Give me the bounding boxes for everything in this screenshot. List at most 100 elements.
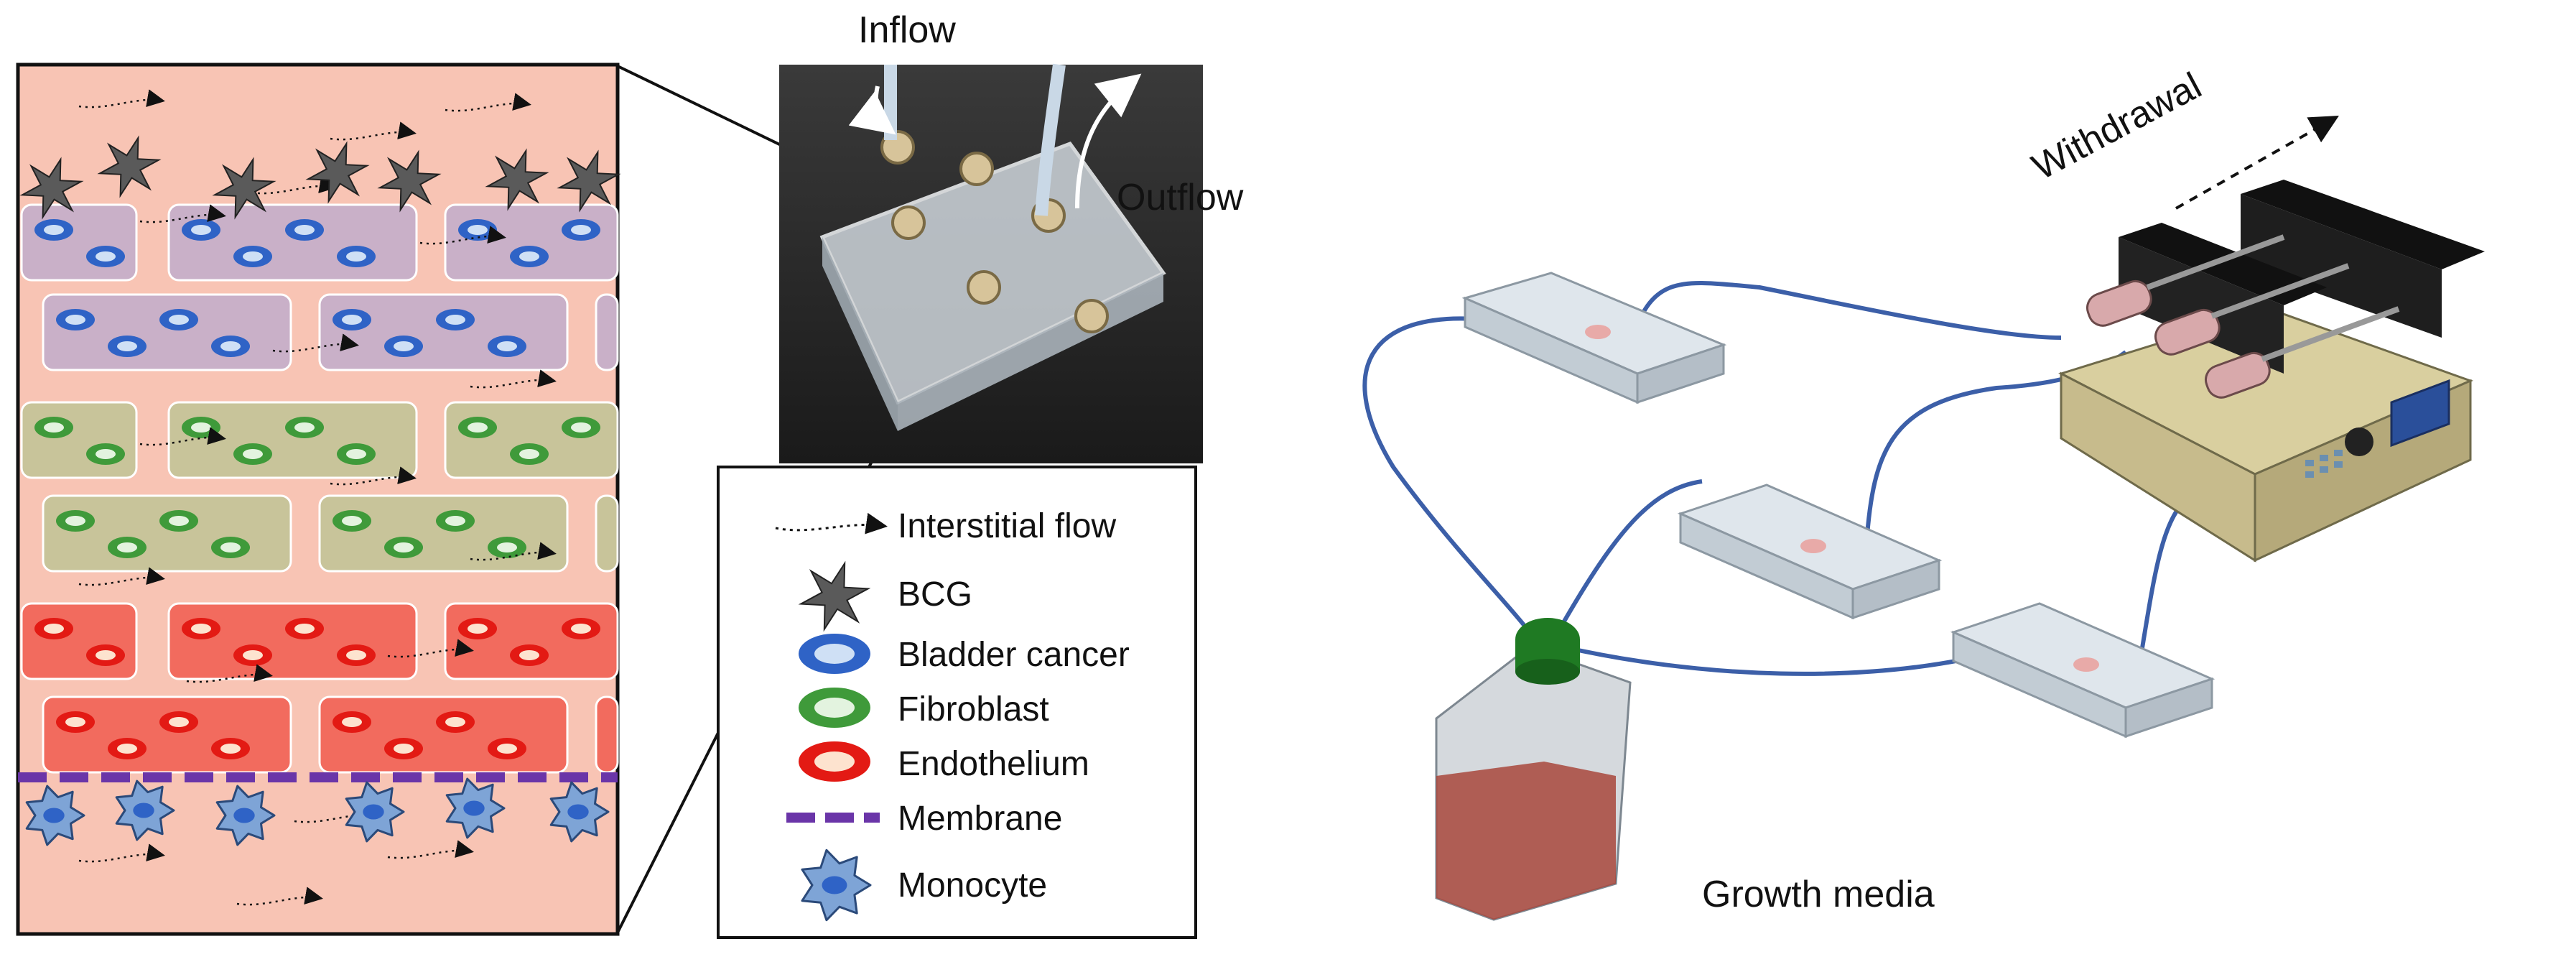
legend-label-bladder-cancer: Bladder cancer [898, 636, 1130, 674]
cell-nucleus [243, 449, 263, 459]
cell-layer [42, 494, 292, 573]
monocyte-nucleus [43, 808, 65, 823]
cell-layer [444, 203, 619, 282]
star-icon [798, 560, 871, 632]
bcg-star [377, 149, 442, 213]
syringe-pump [2058, 180, 2485, 563]
chip-middle [1677, 484, 1943, 620]
cell-nucleus [65, 315, 85, 325]
cell-nucleus [117, 744, 137, 754]
monocyte-nucleus [133, 803, 154, 818]
legend-label-bcg: BCG [898, 575, 973, 614]
media-liquid [1436, 762, 1616, 920]
cell-nucleus [519, 251, 539, 262]
cell-nucleus [519, 650, 539, 660]
cell-layer [20, 401, 138, 479]
legend-label-endothelium: Endothelium [898, 745, 1089, 783]
bcg-star [97, 135, 162, 198]
cell-nucleus [169, 516, 189, 526]
cell-nucleus [243, 251, 263, 262]
chip-top [1461, 272, 1727, 404]
legend-label-interstitial-flow: Interstitial flow [898, 507, 1117, 545]
cell-nucleus [346, 449, 366, 459]
cell-nucleus [445, 717, 465, 727]
cell-nucleus [294, 624, 315, 634]
cell-layer [444, 401, 619, 479]
monocyte-nucleus [233, 808, 255, 823]
chip-bottom [1950, 602, 2215, 739]
monocyte-nucleus [363, 804, 384, 820]
cell-nucleus [65, 717, 85, 727]
cell-layer [444, 602, 619, 680]
cell-nucleus [220, 744, 241, 754]
legend-label-fibroblast: Fibroblast [898, 690, 1049, 729]
cell-nucleus [468, 225, 488, 235]
cell-nucleus [571, 624, 591, 634]
cell-nucleus [346, 650, 366, 660]
cell-nucleus [394, 341, 414, 351]
media-bottle [1435, 618, 1632, 921]
dotted-arrow-icon [775, 512, 888, 535]
pump-knob [2345, 427, 2373, 456]
cell-nucleus [96, 650, 116, 660]
cell-nucleus [96, 251, 116, 262]
bcg-star [557, 149, 621, 213]
monocyte-shape-nucleus [822, 876, 847, 894]
growth-media-label: Growth media [1702, 874, 1935, 915]
cell-nucleus [169, 717, 189, 727]
cell-layer [595, 494, 619, 573]
cell-nucleus [342, 516, 362, 526]
cell-nucleus [445, 516, 465, 526]
cell-layer [595, 695, 619, 774]
cell-layer [318, 494, 569, 573]
cell-nucleus [468, 624, 488, 634]
legend-label-membrane: Membrane [898, 800, 1063, 838]
cell-nucleus [44, 422, 64, 433]
cell-nucleus [96, 449, 116, 459]
pump-screen [2390, 379, 2450, 448]
cell-nucleus [468, 422, 488, 433]
system-diagram [1362, 116, 2485, 921]
cell-layer [167, 602, 418, 680]
tube [1362, 316, 1532, 634]
cell-nucleus [519, 449, 539, 459]
cell-nucleus [117, 341, 137, 351]
cell-nucleus [191, 225, 211, 235]
monocyte-icon [801, 848, 872, 922]
outflow-tube [1035, 63, 1066, 216]
cell-nucleus [117, 542, 137, 552]
device-photo [779, 63, 1203, 463]
outflow-label: Outflow [1117, 177, 1244, 218]
cell-layer [318, 293, 569, 371]
cell-nucleus [191, 422, 211, 433]
cell-layer [20, 203, 138, 282]
cell-nucleus [342, 717, 362, 727]
cell-nucleus [571, 422, 591, 433]
cell-nucleus [346, 251, 366, 262]
syringe [2086, 279, 2152, 327]
cell-nucleus [294, 225, 315, 235]
cell-nucleus [220, 341, 241, 351]
cell-nucleus [571, 225, 591, 235]
cell-layer [42, 293, 292, 371]
monocyte-nucleus [463, 800, 485, 816]
cell-nucleus [342, 315, 362, 325]
bcg-star [485, 148, 549, 211]
cell-nucleus [44, 624, 64, 634]
cell-layer [595, 293, 619, 371]
monocyte-nucleus [567, 804, 589, 820]
bcg-star [212, 157, 276, 220]
cell-nucleus [497, 744, 517, 754]
cell-nucleus [445, 315, 465, 325]
bcg-star [19, 157, 84, 220]
cell-layer [318, 695, 569, 774]
cell-nucleus [394, 542, 414, 552]
star-shape [798, 560, 871, 632]
cell-layer [42, 695, 292, 774]
zoom-connector-bottom [616, 732, 720, 933]
cell-nucleus [44, 225, 64, 235]
cell-nucleus [65, 516, 85, 526]
cell-layer [167, 203, 418, 282]
cell-nucleus [294, 422, 315, 433]
